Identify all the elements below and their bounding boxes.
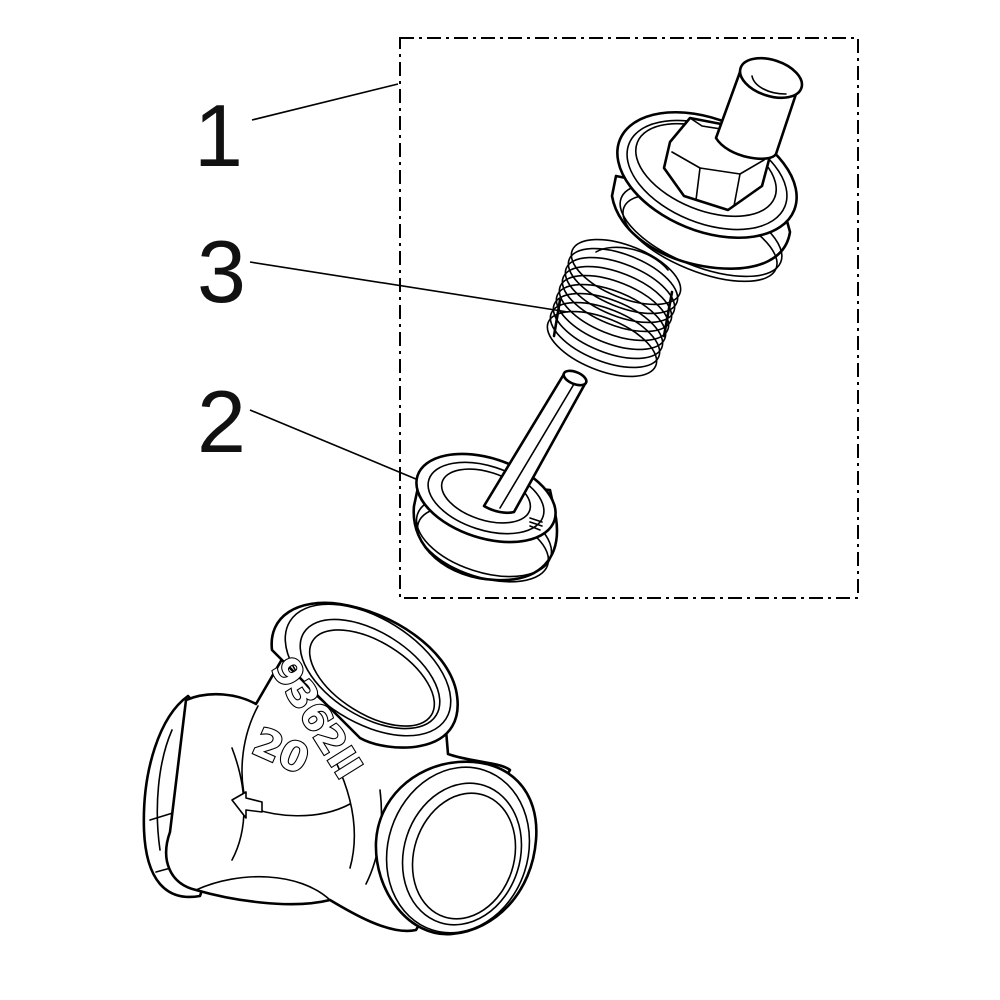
- callout-label-2: 2: [197, 372, 246, 471]
- callout-label-1: 1: [194, 86, 243, 185]
- assembly-group-frame: [399, 37, 859, 599]
- valve-body: 9362II 20: [142, 601, 538, 936]
- part-3-spring: [546, 238, 682, 378]
- flow-direction-arrow-icon: [231, 791, 263, 819]
- leader-line-3: [249, 261, 569, 313]
- part-2-valve-disc-stem: [412, 369, 588, 583]
- part-1-bonnet-plug: [610, 56, 804, 283]
- callout-label-3: 3: [197, 222, 246, 321]
- leader-line-1: [251, 83, 399, 121]
